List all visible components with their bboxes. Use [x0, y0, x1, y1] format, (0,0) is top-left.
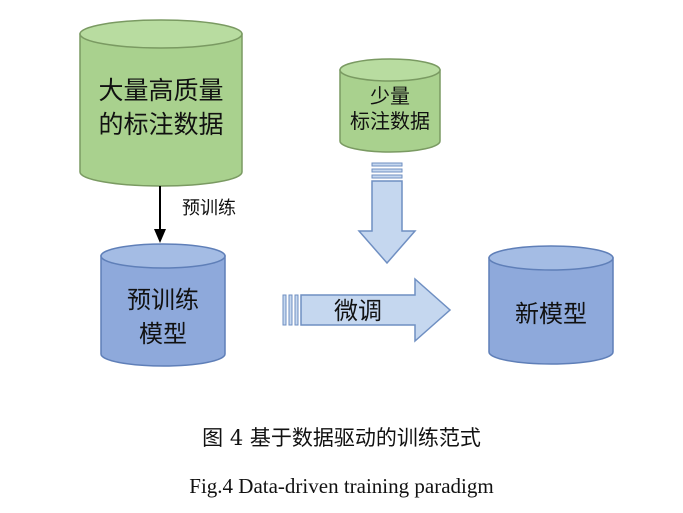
- new-model-top: [488, 245, 614, 271]
- pretrained-model-body: [100, 255, 226, 367]
- pretrained-model-cylinder: 预训练 模型: [100, 243, 226, 367]
- large-data-label-line1: 大量高质量: [98, 76, 223, 105]
- large-data-label-line2: 的标注数据: [98, 110, 223, 139]
- pretrained-model-label-line1: 预训练: [127, 286, 199, 314]
- large-data-body: [79, 33, 243, 187]
- small-data-label-line2: 标注数据: [350, 109, 430, 133]
- finetune-edge-label: 微调: [334, 297, 382, 325]
- pretrained-model-label-line2: 模型: [139, 320, 187, 348]
- new-model-cylinder: 新模型: [488, 245, 614, 365]
- small-data-top: [339, 58, 441, 82]
- large-data-cylinder: 大量高质量 的标注数据: [79, 19, 243, 187]
- small-data-label-line1: 少量: [370, 84, 410, 108]
- pretrain-arrow: [154, 186, 166, 243]
- new-model-body: [488, 257, 614, 365]
- large-data-top: [79, 19, 243, 49]
- pretrained-model-top: [100, 243, 226, 269]
- figure-caption-english: Fig.4 Data-driven training paradigm: [189, 474, 494, 498]
- finetune-arrow: [282, 277, 452, 343]
- small-data-cylinder: 少量 标注数据: [339, 58, 441, 153]
- figure-caption-chinese: 图 4 基于数据驱动的训练范式: [202, 426, 481, 450]
- pretrain-edge-label: 预训练: [182, 198, 236, 219]
- training-paradigm-diagram: 大量高质量 的标注数据 少量 标注数据 预训练 预训练 模型 微调: [79, 19, 614, 367]
- new-model-label: 新模型: [515, 300, 587, 328]
- small-data-body: [339, 69, 441, 153]
- small-data-down-arrow: [357, 162, 417, 265]
